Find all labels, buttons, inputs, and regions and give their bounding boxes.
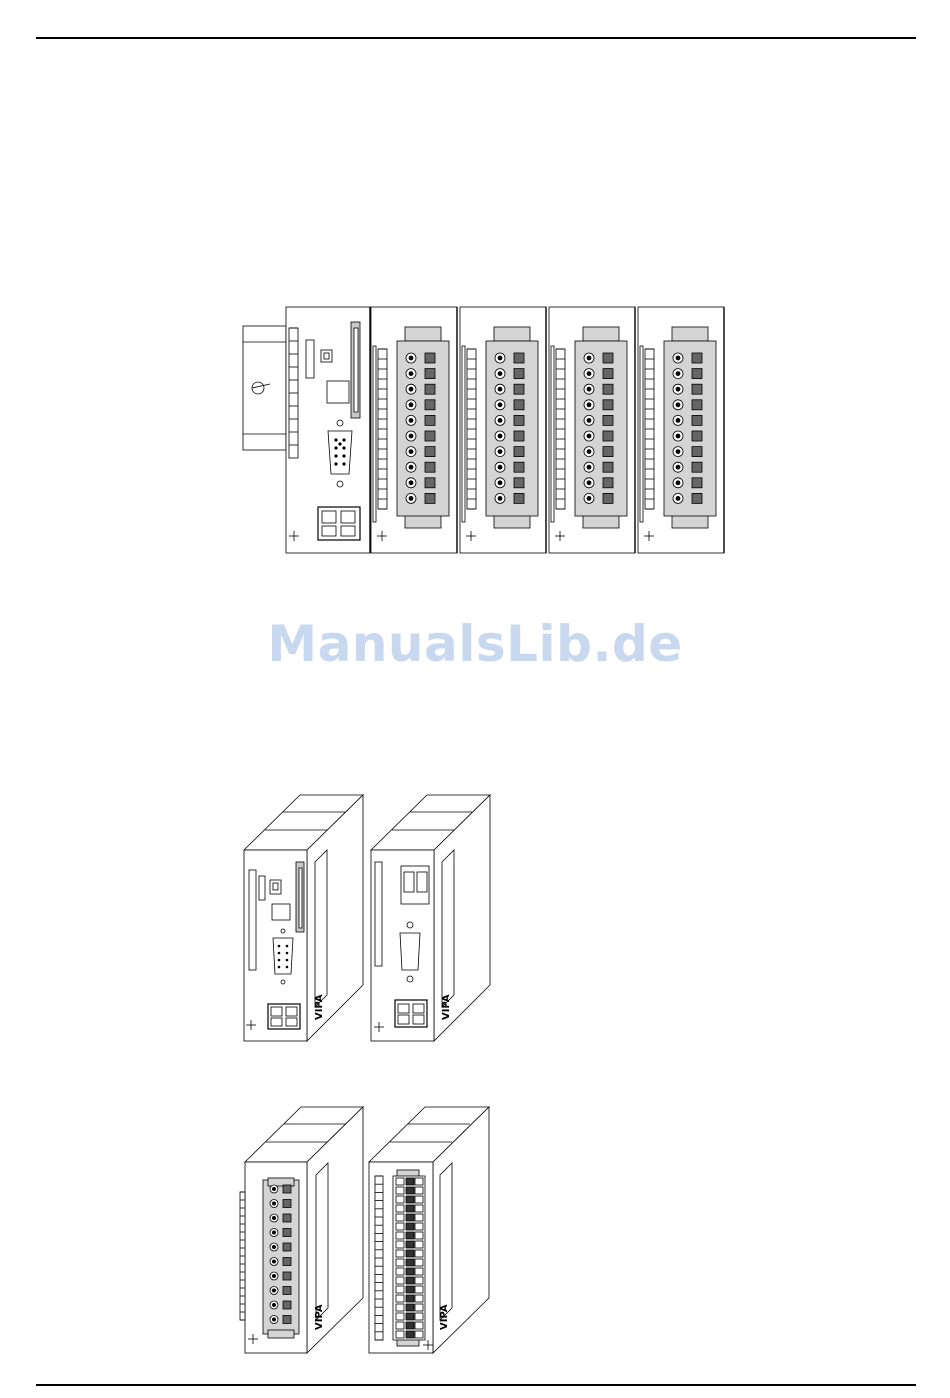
io-left-brand: VIPA (314, 1304, 325, 1330)
bottom-rule (36, 1384, 916, 1386)
io-module-right: VIPA (369, 1107, 489, 1353)
io-module-left: VIPA (240, 1107, 363, 1353)
io-right-brand: VIPA (439, 1304, 450, 1330)
